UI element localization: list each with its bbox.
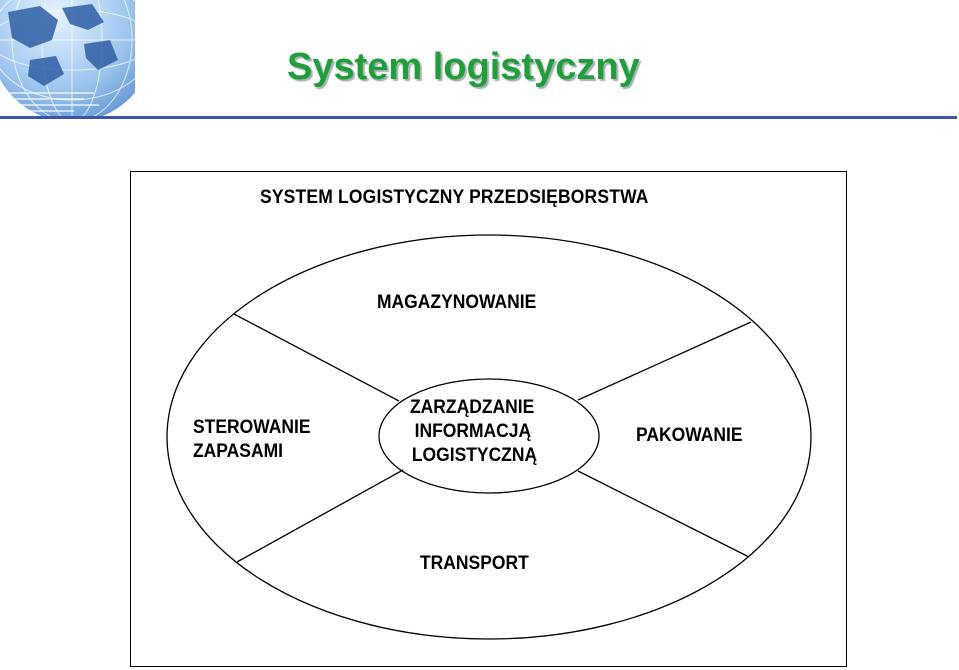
divider-bottom-left bbox=[236, 469, 404, 563]
segment-left-line1: STEROWANIE bbox=[193, 417, 311, 438]
center-line1: ZARZĄDZANIE bbox=[410, 397, 535, 418]
segment-bottom-label: TRANSPORT bbox=[420, 553, 529, 574]
segment-right-label: PAKOWANIE bbox=[636, 425, 743, 446]
divider-bottom-right bbox=[577, 470, 750, 558]
center-line3: LOGISTYCZNĄ bbox=[411, 445, 538, 466]
segment-left-line2: ZAPASAMI bbox=[193, 441, 283, 462]
center-label: ZARZĄDZANIE INFORMACJĄ LOGISTYCZNĄ bbox=[410, 396, 537, 468]
outer-ellipse bbox=[166, 234, 812, 640]
slide-title: System logistyczny bbox=[287, 46, 640, 88]
title-rule bbox=[0, 116, 957, 119]
center-ellipse bbox=[378, 378, 600, 494]
diagram-frame bbox=[130, 171, 847, 667]
segment-top-label: MAGAZYNOWANIE bbox=[377, 292, 537, 313]
globe-icon bbox=[0, 0, 135, 118]
diagram-header: SYSTEM LOGISTYCZNY PRZEDSIĘBORSTWA bbox=[260, 187, 649, 208]
divider-top-right bbox=[577, 321, 752, 401]
center-line2: INFORMACJĄ bbox=[414, 421, 532, 442]
segment-left-label: STEROWANIE ZAPASAMI bbox=[193, 416, 311, 464]
divider-top-left bbox=[233, 313, 400, 402]
